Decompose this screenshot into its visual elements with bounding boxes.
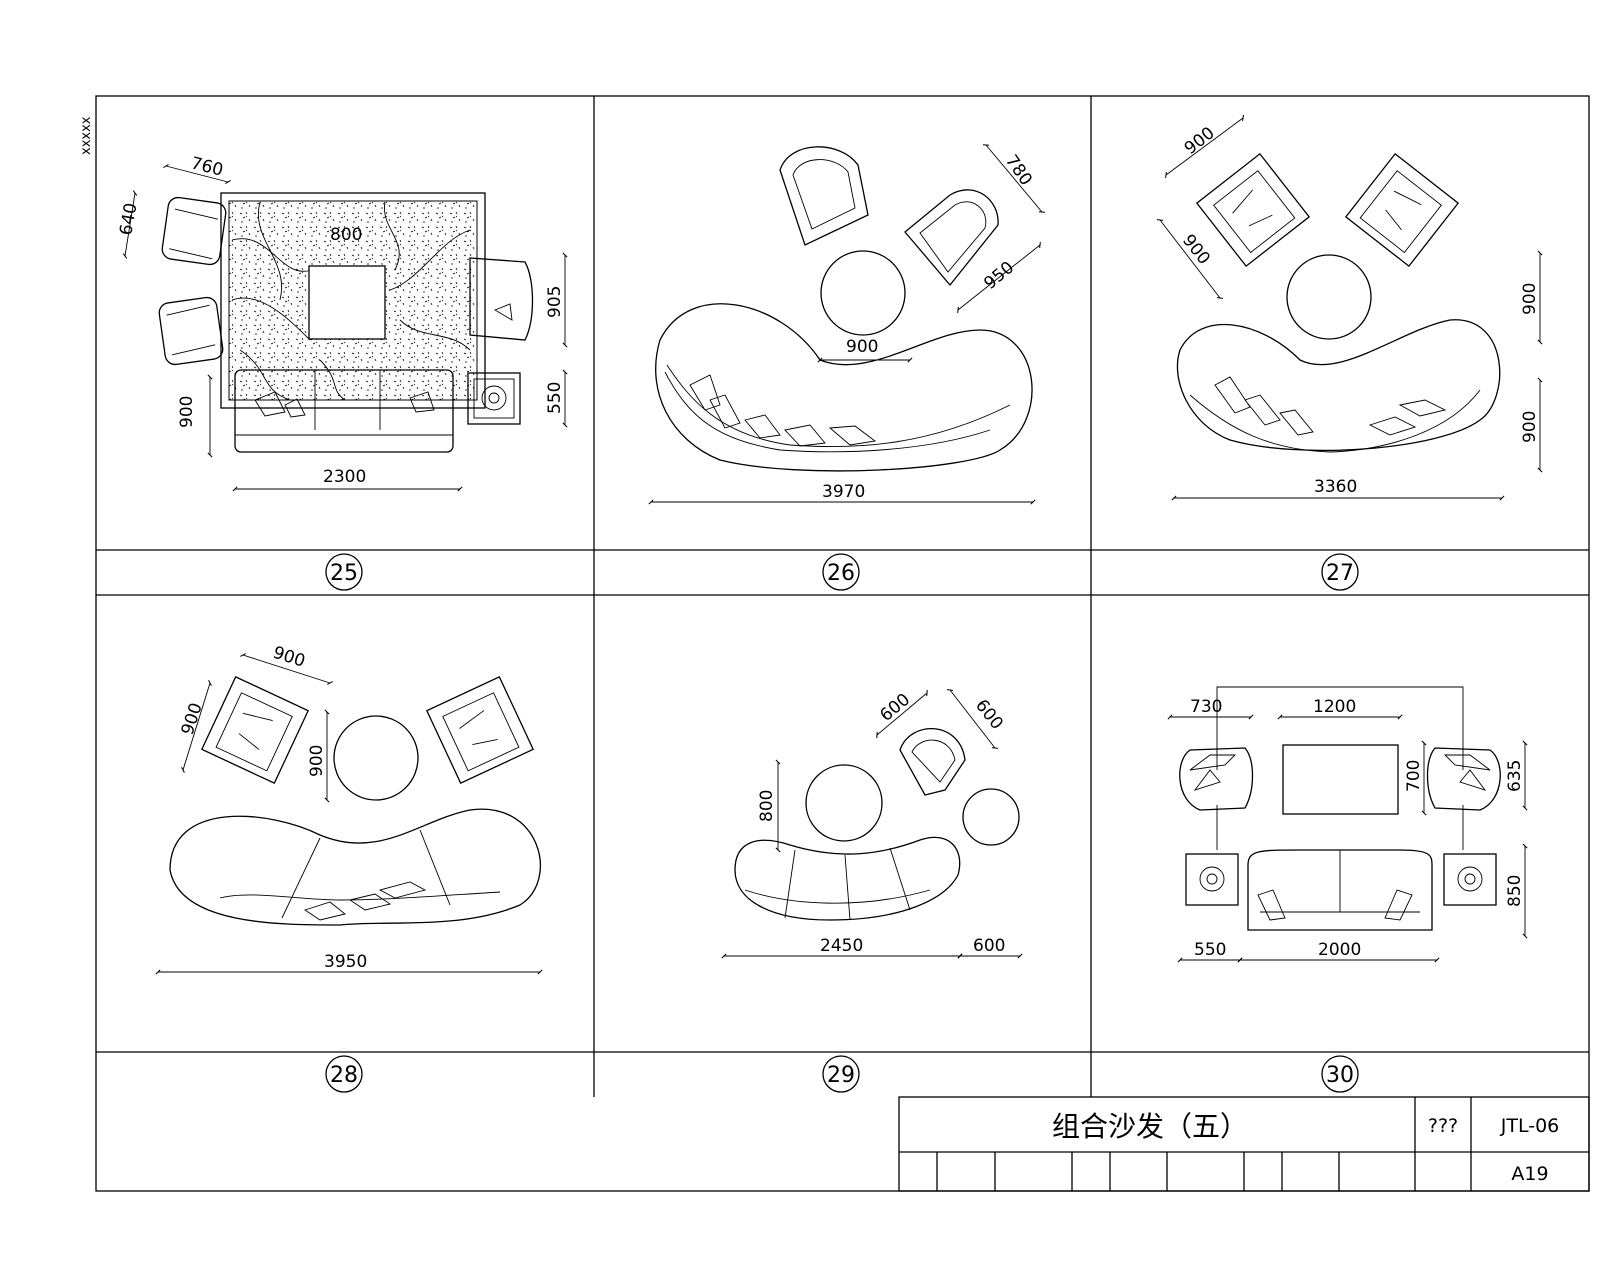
glass-coffee-table	[1282, 744, 1399, 815]
panel-number-30: 30	[1326, 1063, 1354, 1088]
dim-600-bottom: 600	[973, 936, 1005, 956]
rug-pattern-curves	[231, 201, 471, 401]
dim-900: 900	[177, 396, 197, 428]
panel-26: 780 950 900 3970	[648, 144, 1046, 505]
armchair-round-left	[779, 146, 869, 246]
dim-600-right: 600	[971, 696, 1007, 734]
dim-760: 760	[189, 153, 225, 180]
dim-900-right-lower: 900	[1520, 411, 1540, 443]
coffee-table	[308, 265, 386, 340]
round-table	[1286, 254, 1372, 340]
dim-900-top: 900	[270, 643, 307, 672]
panel-28: 900 900 900 3950	[155, 643, 543, 975]
dimension-lines-29	[721, 689, 1023, 959]
armchair-square-left	[200, 675, 310, 785]
side-table-right	[1443, 853, 1497, 906]
curved-sofa	[655, 303, 1033, 472]
panel-30: 730 1200 700 635 850 550 2000	[1167, 686, 1528, 963]
panel-number-26: 26	[827, 561, 855, 586]
panel-number-28: 28	[330, 1063, 358, 1088]
dim-3360: 3360	[1314, 477, 1357, 497]
sheet-number: A19	[1511, 1163, 1548, 1185]
armchair-round-right	[904, 189, 999, 287]
dim-2300: 2300	[323, 467, 366, 487]
round-table-large	[805, 764, 883, 842]
dim-900-top: 900	[1181, 123, 1219, 159]
armchair-bottom-left	[158, 296, 224, 366]
panel-number-29: 29	[827, 1063, 855, 1088]
armchair-square-right	[1344, 152, 1460, 268]
dim-800: 800	[330, 225, 362, 245]
armchair-left	[1179, 747, 1254, 811]
dim-600-left: 600	[876, 690, 914, 726]
panel-number-27: 27	[1326, 561, 1354, 586]
dim-850: 850	[1505, 875, 1525, 907]
dim-900-vertical: 900	[307, 745, 327, 777]
armchair-square-right	[425, 675, 535, 785]
dim-905: 905	[545, 286, 565, 318]
dim-800: 800	[757, 790, 777, 822]
dim-780: 780	[1001, 151, 1036, 189]
panel-25: 760 640 800 905 550 900 2300	[116, 153, 568, 492]
dim-3950: 3950	[324, 952, 367, 972]
panel-29: 600 600 800 2450 600	[721, 689, 1023, 959]
dim-900: 900	[846, 337, 878, 357]
armchair-top-left	[161, 196, 227, 266]
dim-2450: 2450	[820, 936, 863, 956]
dim-1200: 1200	[1313, 697, 1356, 717]
dim-2000: 2000	[1318, 940, 1361, 960]
panel-number-25: 25	[330, 561, 358, 586]
arc-sofa	[734, 836, 961, 921]
dim-3970: 3970	[822, 482, 865, 502]
armchair-square-left	[1195, 152, 1311, 268]
dim-900-left: 900	[178, 701, 207, 738]
serpentine-sofa	[169, 808, 542, 926]
round-table	[820, 250, 906, 336]
round-table-small	[962, 788, 1020, 846]
armchair-right	[1426, 747, 1501, 811]
dimension-lines-25	[122, 164, 568, 492]
round-table	[333, 715, 419, 801]
armchair-small	[899, 728, 966, 796]
dim-950: 950	[980, 258, 1018, 294]
panel-27: 900 900 900 900 3360	[1156, 114, 1543, 501]
two-seat-sofa	[1247, 849, 1433, 931]
dimension-lines-26	[648, 144, 1046, 505]
title-block: 组合沙发（五） ??? JTL-06 A19	[898, 1096, 1590, 1192]
dim-640: 640	[116, 201, 141, 236]
dim-635: 635	[1505, 760, 1525, 792]
guide-lines	[1216, 686, 1464, 850]
dim-900-left: 900	[1178, 231, 1214, 269]
dimension-lines-30	[1167, 714, 1528, 963]
code-label: ???	[1428, 1115, 1458, 1137]
sheet-title: 组合沙发（五）	[1052, 1110, 1248, 1143]
three-seat-sofa	[234, 369, 454, 453]
drawing-code: JTL-06	[1500, 1115, 1560, 1137]
curved-sofa	[1176, 319, 1501, 453]
panel-numbers: 25 26 27 28 29 30	[325, 553, 1359, 1093]
dimension-lines-28	[155, 653, 543, 975]
side-table	[467, 372, 521, 425]
armchair-right	[469, 257, 534, 341]
sheet-frame	[95, 95, 1590, 1192]
dimension-lines-27	[1156, 114, 1543, 501]
dim-550: 550	[1194, 940, 1226, 960]
corner-mark: xxxxx	[79, 116, 94, 155]
dim-700: 700	[1404, 760, 1424, 792]
side-table-left	[1185, 853, 1239, 906]
dim-550: 550	[545, 382, 565, 414]
dim-730: 730	[1190, 697, 1222, 717]
dim-900-right-upper: 900	[1520, 283, 1540, 315]
